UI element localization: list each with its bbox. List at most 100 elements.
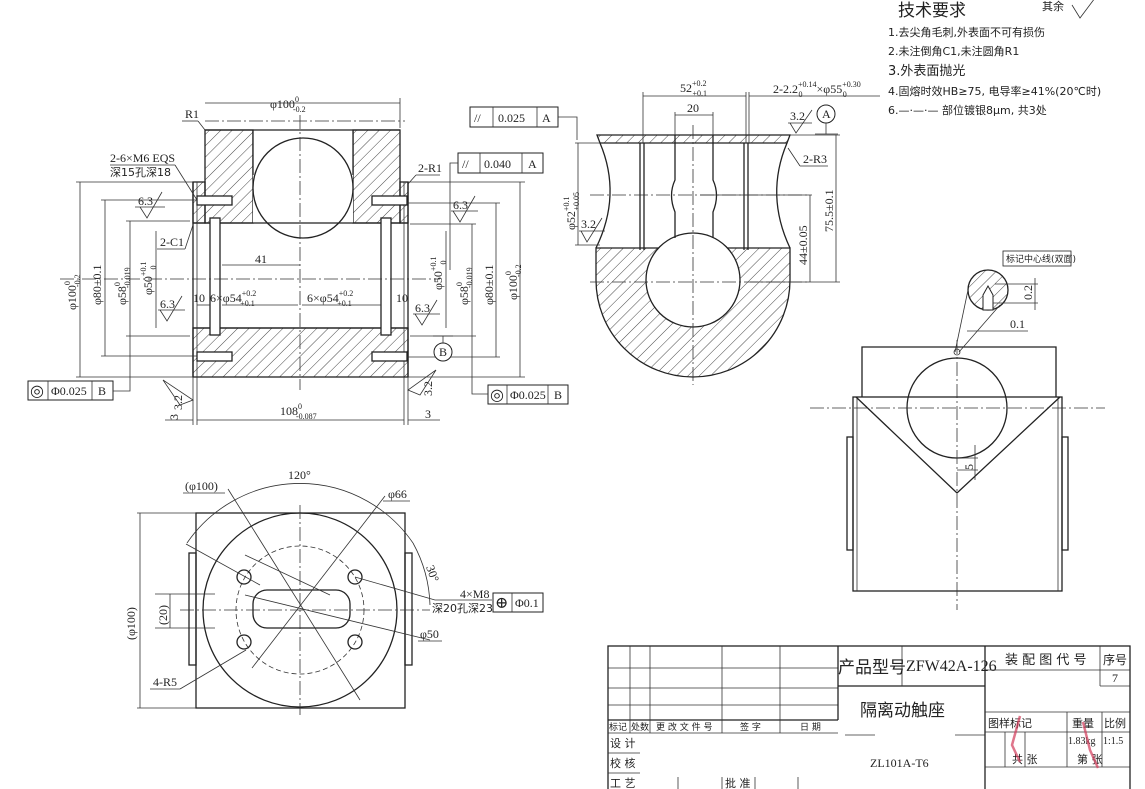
front-section-view: φ1000-0.2 R1 2-6×M6 EQS 深15孔深18 2-C1 φ10… <box>27 95 569 425</box>
roughness-6-3: 6.3 <box>453 198 468 212</box>
header-mark: 标记 <box>609 721 627 733</box>
title-block: 产品型号 ZFW42A-126 装 配 图 代 号 序号 7 隔离动触座 ZL1… <box>607 645 1131 789</box>
dim-0-1: 0.1 <box>1010 317 1025 331</box>
roughness-3-2: 3.2 <box>171 395 185 410</box>
dim-phi80-right: φ80±0.1 <box>482 264 496 305</box>
right-view: 标记中心线(双面) 0.2 0.1 5 <box>810 250 1105 610</box>
dim-3-right: 3 <box>425 407 431 421</box>
dim-20-ref: (20) <box>156 605 170 625</box>
dim-phi50-left: φ50+0.10 <box>139 262 158 295</box>
dim-phi50-right: φ50+0.10 <box>429 257 448 290</box>
scale-label: 比例 <box>1104 716 1126 730</box>
groove-ring <box>380 217 392 336</box>
tech-requirements-title: 技术要求 <box>898 1 966 21</box>
approval-stamp-mark <box>1010 715 1022 763</box>
other-surfaces-note: 其余 <box>1042 0 1064 13</box>
side-section-view: // 0.025 A φ52+0.1+0.05 3.2 52+0.2+0.1 2… <box>469 79 880 385</box>
drawing-mark-label: 图样标记 <box>988 716 1032 730</box>
thread-depth-note: 深15孔深18 <box>110 166 171 179</box>
dim-phi54-left: 6×φ54+0.2+0.1 <box>210 289 256 308</box>
dim-52: 52+0.2+0.1 <box>680 79 707 98</box>
dim-5: 5 <box>962 464 976 470</box>
dim-phi58-left: φ580-0.019 <box>113 267 132 305</box>
fcf-concentricity-right: ◎ Φ0.025 B <box>471 336 569 405</box>
datum-b-label: B <box>439 345 447 359</box>
header-count: 处数 <box>631 721 649 733</box>
roughness-3-2: 3.2 <box>790 109 805 123</box>
dim-phi80-left: φ80±0.1 <box>90 264 104 305</box>
dim-phi66: φ66 <box>388 487 407 501</box>
tolerance-value: Φ0.025 <box>510 388 546 402</box>
fcf-concentricity-left: ◎ Φ0.025 B <box>27 336 131 401</box>
approve-label: 批 准 <box>725 776 751 789</box>
sphere-cavity <box>252 137 354 239</box>
process-label: 工 艺 <box>610 777 636 789</box>
fillet-r1-label: R1 <box>185 107 199 121</box>
datum-a-label: A <box>822 107 831 121</box>
dim-3-left: 3 <box>167 414 181 420</box>
product-model: ZFW42A-126 <box>906 658 997 675</box>
dim-phi54-right: 6×φ54+0.2+0.1 <box>307 289 353 308</box>
dim-20: 20 <box>687 101 699 115</box>
fillet-2r3-label: 2-R3 <box>803 152 827 166</box>
datum-ref: B <box>98 384 106 398</box>
dim-0-2: 0.2 <box>1021 285 1035 300</box>
bolt-hole <box>371 195 408 206</box>
dim-phi50: φ50 <box>420 627 439 641</box>
part-name: 隔离动触座 <box>860 701 945 721</box>
dim-phi52: φ52+0.1+0.05 <box>562 192 581 230</box>
concentricity-icon: ◎ <box>490 387 504 404</box>
thread-note: 2-6×M6 EQS <box>110 151 175 165</box>
tolerance-value: Φ0.025 <box>51 384 87 398</box>
design-label: 设 计 <box>610 737 636 750</box>
groove-ring <box>209 217 221 336</box>
header-signature: 签 字 <box>740 721 761 733</box>
product-model-label: 产品型号 <box>838 658 906 678</box>
roughness-6-3: 6.3 <box>415 301 430 315</box>
roughness-6-3: 6.3 <box>138 194 153 208</box>
requirement-item: 3.外表面抛光 <box>888 64 965 79</box>
dim-108: 1080-0.087 <box>280 402 317 421</box>
angle-30: 30° <box>423 563 442 584</box>
fcf-parallel-0-040: // 0.040 A <box>449 152 544 270</box>
bolt-hole <box>196 351 233 362</box>
dim-phi100-left: φ1000-0.2 <box>63 274 82 310</box>
scale-value: 1:1.5 <box>1103 736 1123 747</box>
holes-depth-note: 深20孔深23 <box>432 602 493 615</box>
roughness-3-2: 3.2 <box>421 381 435 396</box>
parallelism-icon: // <box>474 111 481 125</box>
dim-phi100-ref-vertical: (φ100) <box>124 607 138 640</box>
requirement-item: 2.未注倒角C1,未注圆角R1 <box>888 44 1019 58</box>
tolerance-value: Φ0.1 <box>515 596 539 610</box>
dim-phi100-right: φ1000-0.2 <box>504 264 523 300</box>
sheet-number: 第 张 <box>1077 752 1103 766</box>
datum-ref: A <box>528 157 537 171</box>
radius-r5-label: 4-R5 <box>153 675 177 689</box>
datum-ref: A <box>542 111 551 125</box>
angle-120: 120° <box>288 468 311 482</box>
bolt-hole <box>196 195 233 206</box>
header-change-doc: 更 改 文 件 号 <box>656 721 712 733</box>
dim-10-left: 10 <box>193 291 205 305</box>
dim-phi100-ref: (φ100) <box>185 479 218 493</box>
tolerance-value: 0.040 <box>484 157 511 171</box>
bottom-view: (20) (φ100) 120° (φ100) φ66 30° 4×M8 深20… <box>124 468 544 715</box>
threaded-hole <box>347 569 363 585</box>
roughness-symbol-icon <box>1071 0 1094 19</box>
header-date: 日 期 <box>800 722 821 733</box>
threaded-hole <box>236 634 252 650</box>
dim-44: 44±0.05 <box>796 225 810 265</box>
tolerance-value: 0.025 <box>498 111 525 125</box>
tech-requirements: 技术要求 其余 1.去尖角毛刺,外表面不可有损伤 2.未注倒角C1,未注圆角R1… <box>888 0 1101 117</box>
threaded-hole <box>347 634 363 650</box>
roughness-3-2: 3.2 <box>581 217 596 231</box>
weight-value: 1.83kg <box>1068 736 1096 747</box>
concentricity-icon: ◎ <box>30 383 44 400</box>
serial-number: 7 <box>1112 671 1118 685</box>
threaded-hole <box>236 569 252 585</box>
dim-41: 41 <box>255 252 267 266</box>
fillet-2r1-label: 2-R1 <box>418 161 442 175</box>
fcf-parallel-0-025: // 0.025 A <box>469 106 578 140</box>
dim-75-5: 75.5±0.1 <box>822 189 836 232</box>
